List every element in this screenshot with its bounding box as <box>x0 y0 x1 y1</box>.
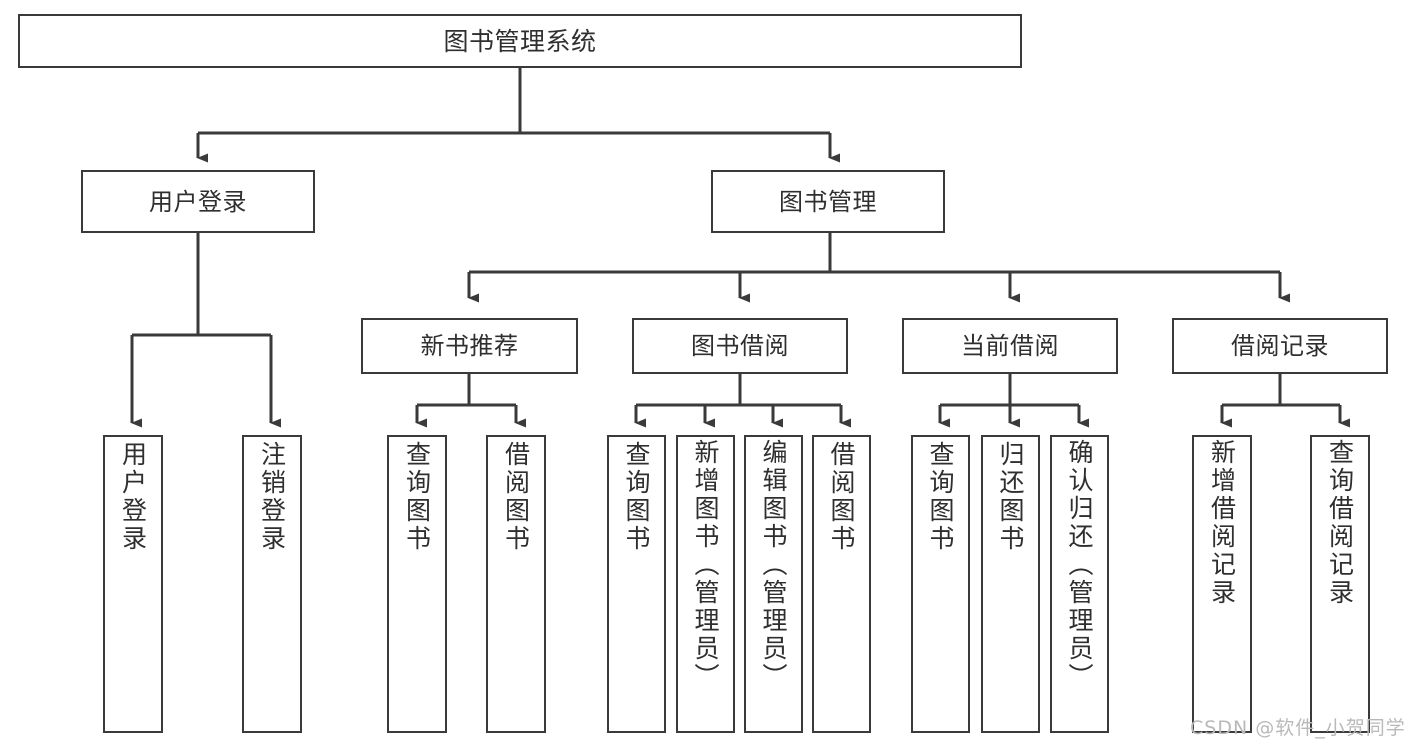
leaf-current-borrow-confirm[interactable]: 确认归还（管理员） <box>1050 435 1109 733</box>
node-label: 查询图书 <box>402 441 432 553</box>
node-label: 确认归还（管理员） <box>1065 439 1094 691</box>
node-label: 查询借阅记录 <box>1325 439 1355 607</box>
node-book-borrow[interactable]: 图书借阅 <box>632 318 848 374</box>
node-label: 新增借阅记录 <box>1207 439 1237 607</box>
node-label: 查询图书 <box>926 441 955 553</box>
node-label: 归还图书 <box>996 441 1025 553</box>
node-label: 查询图书 <box>622 441 651 553</box>
node-borrow-record[interactable]: 借阅记录 <box>1172 318 1388 374</box>
node-label: 用户登录 <box>118 441 148 553</box>
node-current-borrow[interactable]: 当前借阅 <box>902 318 1118 374</box>
node-book-management[interactable]: 图书管理 <box>711 170 945 233</box>
node-label: 借阅记录 <box>1231 332 1329 360</box>
node-label: 编辑图书（管理员） <box>759 439 788 691</box>
node-label: 新书推荐 <box>420 332 519 360</box>
leaf-book-borrow-query[interactable]: 查询图书 <box>607 435 666 733</box>
node-label: 图书管理 <box>779 187 877 216</box>
leaf-current-borrow-return[interactable]: 归还图书 <box>981 435 1040 733</box>
leaf-book-borrow-add[interactable]: 新增图书（管理员） <box>676 435 735 733</box>
node-user-login[interactable]: 用户登录 <box>81 170 315 233</box>
leaf-user-login-signin[interactable]: 用户登录 <box>103 435 163 733</box>
leaf-borrow-record-query[interactable]: 查询借阅记录 <box>1310 435 1370 733</box>
leaf-borrow-record-add[interactable]: 新增借阅记录 <box>1192 435 1252 733</box>
node-label: 新增图书（管理员） <box>691 439 720 691</box>
node-label: 图书借阅 <box>691 332 789 360</box>
node-new-book-recommend[interactable]: 新书推荐 <box>361 318 578 374</box>
leaf-current-borrow-query[interactable]: 查询图书 <box>911 435 970 733</box>
node-label: 用户登录 <box>149 187 247 216</box>
node-label: 当前借阅 <box>961 332 1059 360</box>
node-root-system[interactable]: 图书管理系统 <box>18 14 1022 68</box>
leaf-new-book-query[interactable]: 查询图书 <box>387 435 447 733</box>
node-label: 注销登录 <box>257 441 287 553</box>
leaf-book-borrow-edit[interactable]: 编辑图书（管理员） <box>744 435 803 733</box>
node-label: 图书管理系统 <box>443 26 597 56</box>
node-label: 借阅图书 <box>501 441 531 553</box>
leaf-new-book-borrow[interactable]: 借阅图书 <box>486 435 546 733</box>
node-label: 借阅图书 <box>827 441 856 553</box>
leaf-book-borrow-lend[interactable]: 借阅图书 <box>812 435 871 733</box>
leaf-user-login-signout[interactable]: 注销登录 <box>242 435 302 733</box>
